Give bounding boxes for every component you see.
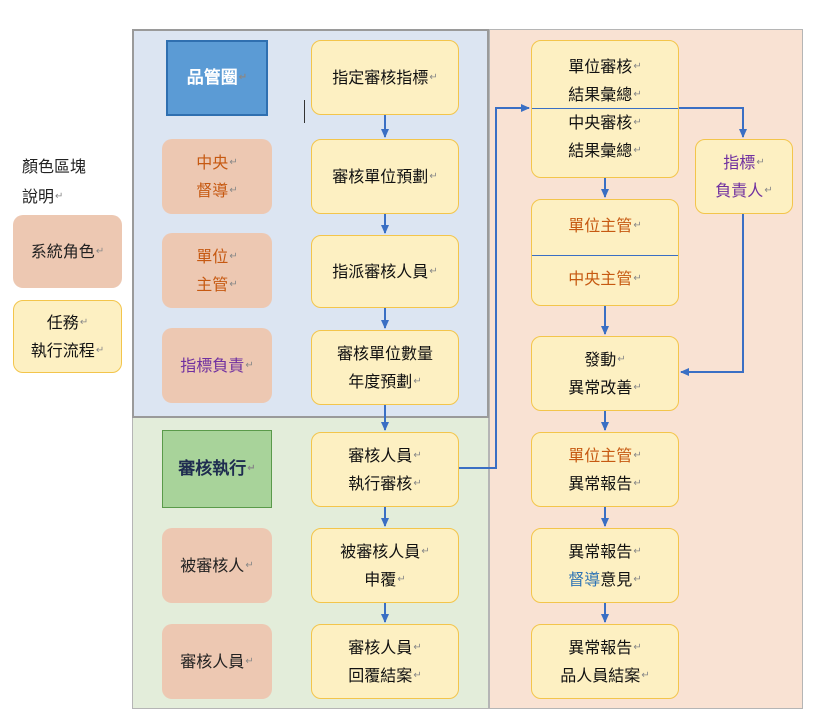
- role-indicator-owner: 指標負責: [162, 328, 272, 403]
- role-unit-manager: 單位 主管: [162, 233, 272, 308]
- task-assign-auditor: 指派審核人員: [311, 235, 459, 308]
- task-manager-review: 單位主管 中央主管: [531, 199, 679, 306]
- task-trigger-improvement: 發動 異常改善: [531, 336, 679, 411]
- role-central-supervisor: 中央 督導: [162, 139, 272, 214]
- task-assign-indicator: 指定審核指標: [311, 40, 459, 115]
- arrow-owner-to-improve: [680, 214, 744, 376]
- task-unit-planning: 審核單位預劃: [311, 139, 459, 214]
- task-anomaly-report: 單位主管 異常報告: [531, 432, 679, 507]
- divider-line: [532, 108, 678, 109]
- role-auditee: 被審核人: [162, 528, 272, 603]
- task-quality-close: 異常報告 品人員結案: [531, 624, 679, 699]
- role-auditor: 審核人員: [162, 624, 272, 699]
- role-qc-circle: 品管圈: [166, 40, 268, 116]
- legend-title: 顏色區塊 說明: [22, 152, 86, 212]
- legend-role-box: 系統角色: [13, 215, 122, 288]
- divider-line: [532, 255, 678, 256]
- arrow-summary-to-owner: [679, 107, 747, 138]
- task-supervisor-opinion: 異常報告 督導意見: [531, 528, 679, 603]
- task-auditee-appeal: 被審核人員 申覆: [311, 528, 459, 603]
- role-audit-execution: 審核執行: [162, 430, 272, 508]
- task-reply-close: 審核人員 回覆結案: [311, 624, 459, 699]
- text-cursor: [304, 100, 305, 123]
- task-indicator-owner: 指標 負責人: [695, 139, 793, 214]
- task-result-summary: 單位審核 結果彙總 中央審核 結果彙總: [531, 40, 679, 178]
- legend-task-box: 任務 執行流程: [13, 300, 122, 373]
- arrow-audit-to-summary: [459, 104, 530, 469]
- task-execute-audit: 審核人員 執行審核: [311, 432, 459, 507]
- task-annual-plan: 審核單位數量 年度預劃: [311, 330, 459, 405]
